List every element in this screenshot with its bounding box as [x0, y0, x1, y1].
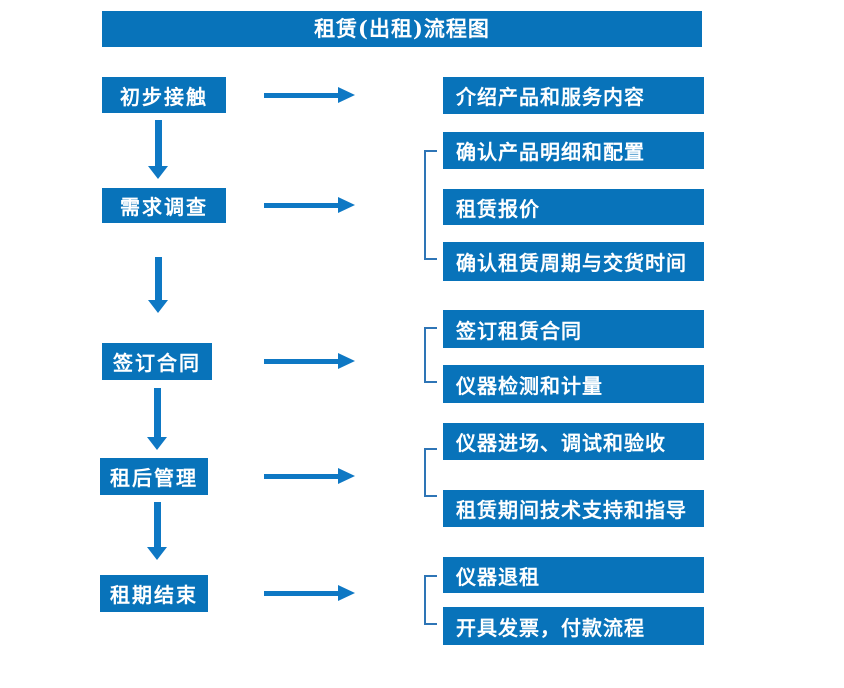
arrow-right-icon — [264, 93, 340, 98]
arrow-down-icon — [154, 502, 161, 547]
arrow-right-head-icon — [338, 468, 355, 484]
arrow-right-icon — [264, 474, 340, 479]
arrow-down-head-icon — [148, 166, 168, 179]
detail-box-instrument-setup-acceptance: 仪器进场、调试和验收 — [443, 423, 704, 460]
arrow-right-head-icon — [338, 87, 355, 103]
detail-box-introduce-products: 介绍产品和服务内容 — [443, 77, 704, 114]
arrow-right-icon — [264, 359, 340, 364]
detail-box-invoice-payment: 开具发票，付款流程 — [443, 607, 704, 645]
arrow-right-icon — [264, 203, 340, 208]
arrow-right-head-icon — [338, 353, 355, 369]
arrow-right-head-icon — [338, 585, 355, 601]
detail-box-sign-rental-contract: 签订租赁合同 — [443, 310, 704, 348]
stage-box-demand-survey: 需求调查 — [102, 188, 226, 223]
stage-box-sign-contract: 签订合同 — [102, 343, 212, 380]
detail-box-technical-support: 租赁期间技术支持和指导 — [443, 490, 704, 527]
group-bracket-post-rental — [424, 448, 437, 497]
stage-box-rental-end: 租期结束 — [100, 575, 208, 612]
arrow-down-head-icon — [148, 300, 168, 313]
stage-box-initial-contact: 初步接触 — [102, 77, 226, 113]
arrow-right-head-icon — [338, 197, 355, 213]
arrow-down-icon — [155, 120, 162, 166]
group-bracket-demand-survey — [424, 150, 437, 260]
arrow-down-head-icon — [147, 547, 167, 560]
arrow-down-icon — [155, 257, 162, 300]
detail-box-instrument-return: 仪器退租 — [443, 557, 704, 593]
detail-box-rental-quotation: 租赁报价 — [443, 189, 704, 225]
detail-box-confirm-period-delivery: 确认租赁周期与交货时间 — [443, 242, 704, 281]
flowchart-title: 租赁(出租)流程图 — [102, 11, 702, 47]
detail-box-instrument-testing: 仪器检测和计量 — [443, 365, 704, 403]
group-bracket-rental-end — [424, 575, 437, 625]
arrow-down-head-icon — [147, 437, 167, 450]
arrow-down-icon — [154, 388, 161, 437]
arrow-right-icon — [264, 591, 340, 596]
detail-box-confirm-product-details: 确认产品明细和配置 — [443, 132, 704, 169]
stage-box-post-rental-management: 租后管理 — [100, 458, 208, 495]
group-bracket-sign-contract — [424, 327, 437, 383]
